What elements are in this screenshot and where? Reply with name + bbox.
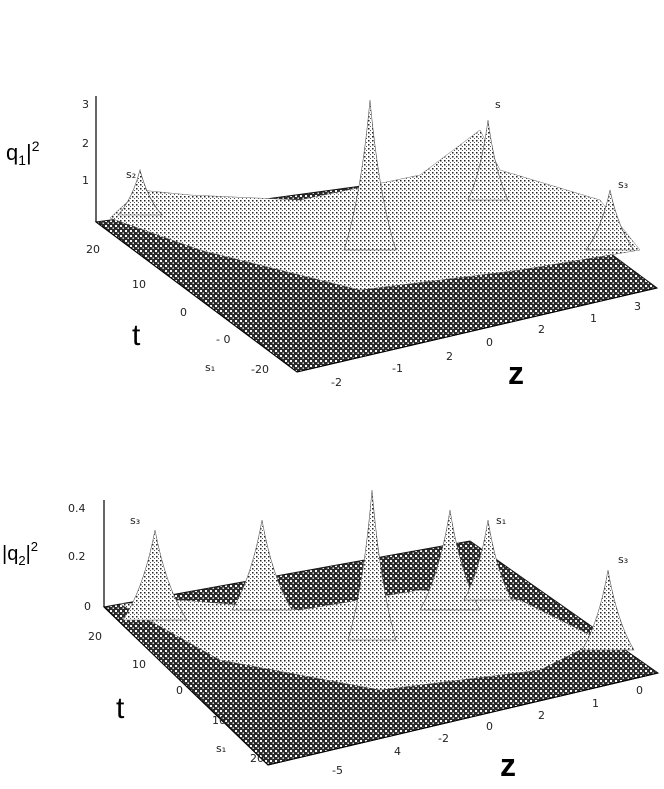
x-axis-line-bottom <box>267 672 659 766</box>
t-tick-top-3: - 0 <box>216 333 230 346</box>
t-axis-label-bottom: t <box>116 692 125 725</box>
surface-peak-top-2 <box>117 168 163 216</box>
surface-peak-bottom-4 <box>463 519 513 601</box>
annotation-bottom-1: s₁ <box>496 514 506 527</box>
z-tick-top-0: 3 <box>82 98 89 111</box>
annotation-bottom-3: s₁ <box>216 742 226 755</box>
surface-peaks-top <box>109 99 641 291</box>
zaxis-tick-bottom-0: -5 <box>332 764 343 777</box>
zaxis-tick-top-6: 3 <box>634 300 641 313</box>
zaxis-tick-top-3: 0 <box>486 336 493 349</box>
t-tick-bottom-4: 20 <box>250 752 264 765</box>
t-axis-line-bottom <box>103 606 269 766</box>
surface-peak-bottom-0 <box>122 529 188 621</box>
t-axis-line-top <box>95 221 298 373</box>
panel-top-q1: 3 2 1 20 10 0 - 0 -20 -2 -1 2 0 2 1 3 q1… <box>6 96 659 391</box>
surface-peak-bottom-5 <box>581 569 635 651</box>
zaxis-tick-top-0: -2 <box>331 376 342 389</box>
z-tick-bottom-0: 0.4 <box>68 502 86 515</box>
z-axis-label-top: z <box>508 355 524 391</box>
t-tick-bottom-3: 10 <box>212 714 226 727</box>
annotation-top-0: s₂ <box>126 168 136 181</box>
t-tick-top-2: 0 <box>180 306 187 319</box>
zlabel-bottom: |q2|2 <box>2 539 38 568</box>
annotation-bottom-2: s₃ <box>618 553 628 566</box>
zaxis-tick-bottom-4: 2 <box>538 709 545 722</box>
surface-peak-top-0 <box>343 99 397 251</box>
z-tick-bottom-1: 0.2 <box>68 550 86 563</box>
zaxis-tick-bottom-3: 0 <box>486 720 493 733</box>
surface-peak-top-1 <box>467 119 509 201</box>
surface-peak-bottom-1 <box>231 519 293 611</box>
zaxis-tick-top-1: -1 <box>392 362 403 375</box>
t-tick-top-4: -20 <box>251 363 269 376</box>
t-tick-bottom-2: 0 <box>176 684 183 697</box>
zaxis-tick-top-4: 2 <box>538 323 545 336</box>
t-tick-bottom-0: 20 <box>88 630 102 643</box>
annotation-top-2: s₃ <box>618 178 628 191</box>
x-axis-line-top <box>296 287 658 373</box>
surface-peak-top-3 <box>585 189 635 251</box>
panel-bottom-q2: 0.4 0.2 0 20 10 0 10 20 -5 4 -2 0 2 1 0 … <box>2 489 660 783</box>
annotation-bottom-0: s₃ <box>130 514 140 527</box>
annotation-top-1: s <box>495 98 501 111</box>
surface-peaks-bottom <box>119 489 635 691</box>
z-tick-top-1: 2 <box>82 137 89 150</box>
zaxis-tick-bottom-6: 0 <box>636 684 643 697</box>
t-axis-label-top: t <box>132 319 141 352</box>
zaxis-tick-bottom-1: 4 <box>394 745 401 758</box>
zaxis-tick-bottom-2: -2 <box>438 732 449 745</box>
t-tick-bottom-1: 10 <box>132 658 146 671</box>
zaxis-tick-bottom-5: 1 <box>592 697 599 710</box>
surface-peak-bottom-2 <box>347 489 397 641</box>
z-tick-top-2: 1 <box>82 174 89 187</box>
t-tick-top-1: 10 <box>132 278 146 291</box>
z-axis-label-bottom: z <box>500 747 516 783</box>
z-tick-bottom-2: 0 <box>84 600 91 613</box>
zlabel-top: q1|2 <box>6 138 40 168</box>
annotation-top-3: s₁ <box>205 361 215 374</box>
zaxis-tick-top-5: 1 <box>590 312 597 325</box>
zaxis-tick-top-2: 2 <box>446 350 453 363</box>
t-tick-top-0: 20 <box>86 243 100 256</box>
